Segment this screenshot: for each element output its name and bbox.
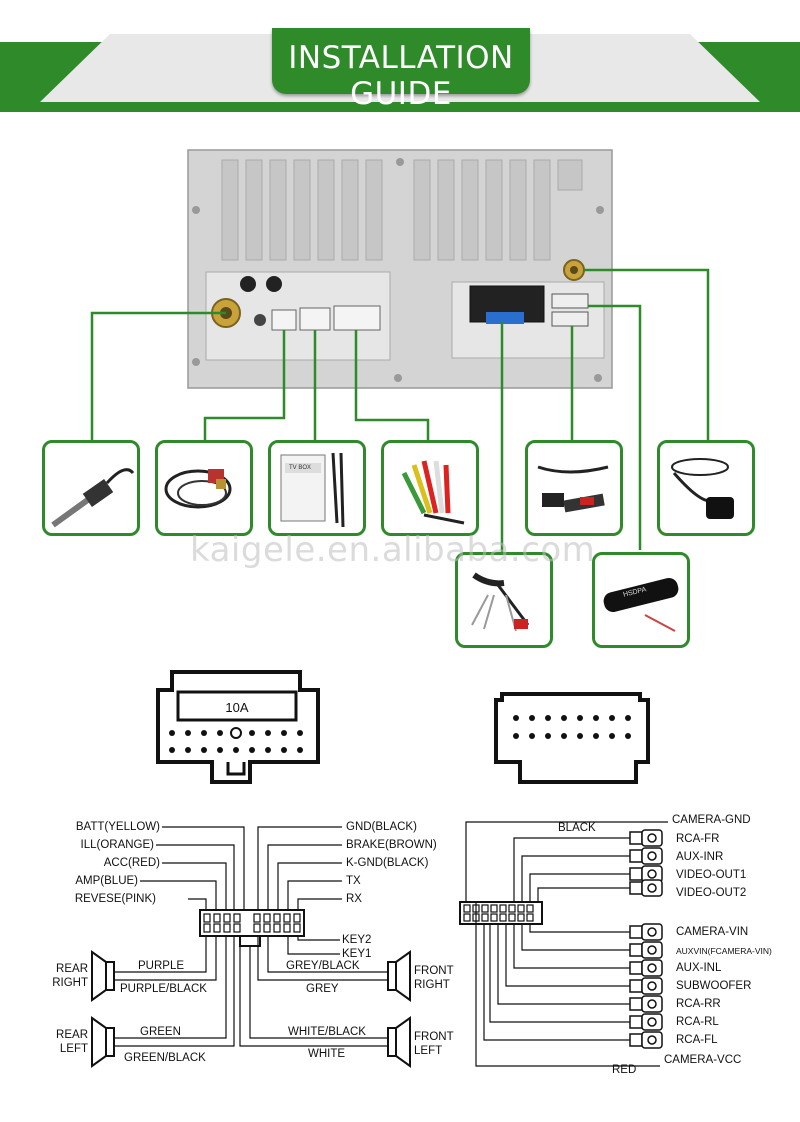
wire-label-purple: PURPLE bbox=[138, 960, 185, 972]
rca-label-rca-fr: RCA-FR bbox=[676, 833, 720, 845]
rca-label-video-out1: VIDEO-OUT1 bbox=[676, 869, 747, 881]
wire-label-batt: BATT(YELLOW) bbox=[75, 821, 160, 833]
aux-connectors bbox=[271, 305, 381, 331]
wire-label-white-black: WHITE/BLACK bbox=[288, 1026, 366, 1038]
main-connector-diagram bbox=[156, 670, 320, 784]
wiring-harness-icon bbox=[471, 572, 530, 632]
rca-label-camera-vin: CAMERA-VIN bbox=[676, 926, 749, 938]
wire-label-reverse: REVESE(PINK) bbox=[74, 893, 156, 905]
wire-label-green: GREEN bbox=[140, 1026, 181, 1038]
gps-socket bbox=[563, 259, 585, 281]
accessory-gps-antenna bbox=[657, 440, 755, 536]
wire-label-white: WHITE bbox=[308, 1048, 346, 1060]
wire-label-key2: KEY2 bbox=[342, 934, 372, 946]
aux-connector-diagram bbox=[494, 692, 650, 784]
wire-label-grey-black: GREY/BLACK bbox=[286, 960, 360, 972]
mic-jacks bbox=[240, 276, 282, 326]
rca-label-video-out2: VIDEO-OUT2 bbox=[676, 887, 747, 899]
right-harness-plug bbox=[459, 901, 543, 925]
aux-connector-pins bbox=[513, 715, 631, 739]
wire-label-kgnd: K-GND(BLACK) bbox=[346, 857, 429, 869]
rca-label-rca-fl: RCA-FL bbox=[676, 1034, 718, 1046]
wire-label-grey: GREY bbox=[306, 983, 339, 995]
wire-label-amp: AMP(BLUE) bbox=[75, 875, 138, 887]
accessory-3g-dongle: HSDPA bbox=[592, 552, 690, 648]
accessory-wiring-harness bbox=[455, 552, 553, 648]
page-title: INSTALLATION GUIDE bbox=[288, 40, 514, 112]
speaker-rear-right bbox=[91, 950, 115, 1002]
speaker-front-right bbox=[387, 950, 411, 1002]
left-harness-plug bbox=[199, 909, 305, 947]
wire-label-rx: RX bbox=[346, 893, 362, 905]
wire-label-green-black: GREEN/BLACK bbox=[124, 1052, 206, 1064]
usb-ports bbox=[551, 293, 589, 327]
leader-lines bbox=[90, 268, 710, 560]
rca-label-auxvin: AUXVIN(FCAMERA-VIN) bbox=[676, 946, 772, 956]
rca-label-aux-inl: AUX-INL bbox=[676, 962, 722, 974]
speakers bbox=[91, 950, 411, 1068]
antenna-adapter-icon bbox=[51, 468, 135, 528]
rca-label-aux-inr: AUX-INR bbox=[676, 851, 724, 863]
accessory-antenna-adapter bbox=[42, 440, 140, 536]
right-harness-wires bbox=[465, 821, 668, 1067]
head-unit-chassis bbox=[187, 149, 613, 389]
rca-label-camera-gnd: CAMERA-GND bbox=[672, 814, 751, 826]
connector-diagrams bbox=[156, 670, 650, 784]
fuse-label: 10A bbox=[225, 700, 249, 715]
wire-label-key1: KEY1 bbox=[342, 948, 372, 960]
watermark: kaigele.en.alibaba.com bbox=[190, 530, 596, 570]
speaker-front-left bbox=[387, 1016, 411, 1068]
left-harness-wires bbox=[114, 826, 388, 1047]
rca-label-rca-rl: RCA-RL bbox=[676, 1016, 719, 1028]
wire-label-acc: ACC(RED) bbox=[103, 857, 160, 869]
main-connector-pins bbox=[169, 730, 303, 753]
accessory-rca-cable bbox=[381, 440, 479, 536]
header-title-tab bbox=[272, 28, 530, 94]
wire-label-gnd: GND(BLACK) bbox=[346, 821, 417, 833]
tv-box-icon bbox=[280, 452, 345, 528]
wire-label-red: RED bbox=[612, 1064, 637, 1076]
microphone-icon bbox=[164, 469, 232, 509]
usb-cable-icon bbox=[537, 465, 609, 513]
rca-plugs bbox=[629, 829, 663, 1049]
rca-label-camera-vcc: CAMERA-VCC bbox=[664, 1054, 742, 1066]
tv-box-label: TV BOX bbox=[289, 465, 312, 471]
speaker-rear-left bbox=[91, 1016, 115, 1068]
wire-label-black: BLACK bbox=[558, 822, 596, 834]
rca-label-subwoofer: SUBWOOFER bbox=[676, 980, 752, 992]
accessory-usb-cable bbox=[525, 440, 623, 536]
head-unit-diagram bbox=[90, 149, 710, 560]
accessory-tv-box: TV BOX bbox=[268, 440, 366, 536]
wiring-schematic bbox=[91, 821, 668, 1068]
rca-cable-icon bbox=[401, 460, 465, 525]
wire-label-tx: TX bbox=[346, 875, 361, 887]
main-harness-port bbox=[469, 285, 545, 324]
wire-label-brake: BRAKE(BROWN) bbox=[346, 839, 437, 851]
wire-label-ill: ILL(ORANGE) bbox=[80, 839, 155, 851]
accessory-microphone bbox=[155, 440, 253, 536]
rca-label-rca-rr: RCA-RR bbox=[676, 998, 721, 1010]
3g-dongle-icon bbox=[603, 578, 679, 632]
wire-label-purple-black: PURPLE/BLACK bbox=[120, 983, 207, 995]
gps-antenna-icon bbox=[671, 458, 734, 519]
